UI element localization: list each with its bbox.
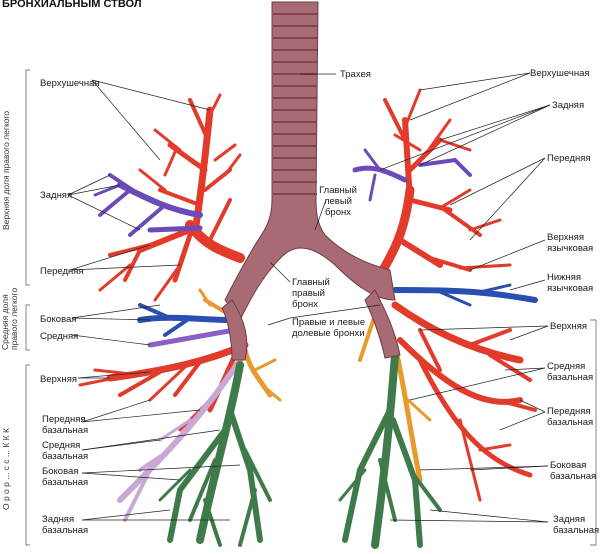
trachea-rings (273, 13, 317, 195)
right-upper-red-branches (375, 88, 512, 280)
right-upper-lobe-title: Верхняя доля правого легкого (1, 111, 11, 230)
label-trachea: Трахея (340, 69, 371, 80)
label-left-post-basal-1: Задняя (42, 514, 74, 525)
label-right-mid-basal-2: базальная (547, 372, 593, 383)
label-right-sup-lingular-2: язычковая (547, 243, 593, 254)
right-lung-branches (338, 88, 538, 549)
label-left-anterior: Передняя (40, 266, 84, 277)
right-lower-red-branches (391, 301, 537, 502)
right-labels: Верхушечная Задняя Передняя Верхняя языч… (530, 68, 599, 536)
left-middle-mixed-branches (147, 288, 238, 348)
label-right-posterior: Задняя (552, 100, 584, 111)
label-right-main-1: Главный (292, 277, 330, 288)
label-left-lat-basal-1: Боковая (42, 466, 78, 477)
center-labels: Трахея Главный левый бронх Главный правы… (292, 69, 371, 339)
left-lower-orange-branches (242, 347, 282, 402)
label-right-inf-lingular-1: Нижняя (547, 272, 581, 283)
left-upper-purple-branches (93, 173, 203, 237)
left-lower-stem (364, 289, 401, 359)
label-left-lat-basal-2: базальная (42, 477, 88, 488)
label-right-inf-lingular-2: язычковая (547, 283, 593, 294)
label-right-superior: Верхняя (550, 321, 587, 332)
left-labels: Верхушечная Задняя Передняя Боковая Сред… (40, 78, 100, 536)
left-lower-lavender-branches (117, 357, 243, 522)
lobe-brackets (25, 69, 597, 546)
label-left-superior: Верхняя (40, 374, 77, 385)
label-right-apical: Верхушечная (530, 68, 590, 79)
label-left-posterior: Задняя (40, 190, 72, 201)
label-right-anterior: Передняя (547, 153, 591, 164)
left-middle-blue-branches (137, 303, 233, 337)
label-lobar-1: Правые и левые (292, 317, 365, 328)
label-right-mid-basal-1: Средняя (547, 361, 585, 372)
label-right-post-basal-2: базальная (553, 525, 599, 536)
label-left-lateral: Боковая (40, 314, 76, 325)
right-lower-lobe-title: О р о р ... с с ... К К К (1, 428, 11, 510)
label-right-lat-basal-1: Боковая (550, 460, 586, 471)
right-middle-lobe-title-1: Средняя доля (0, 294, 10, 350)
right-lower-green-branches (338, 351, 442, 549)
label-right-ant-basal-1: Передняя (547, 406, 591, 417)
header-title: БРОНХИАЛЬНЫМ СТВОЛ (2, 0, 142, 10)
label-left-mid-basal-2: базальная (42, 451, 88, 462)
left-upper-red-branches (98, 93, 245, 302)
label-left-main-2: левый (324, 196, 352, 207)
right-lower-stem (221, 299, 248, 361)
label-left-ant-basal-1: Передняя (42, 414, 86, 425)
trachea-and-main-bronchi (221, 1, 401, 361)
label-right-sup-lingular-1: Верхняя (547, 232, 584, 243)
label-right-ant-basal-2: базальная (547, 417, 593, 428)
label-left-main-3: бронх (325, 207, 351, 218)
right-middle-lobe-title-2: правого легкого (9, 288, 19, 350)
label-left-mid-basal-1: Средняя (42, 440, 80, 451)
label-right-main-2: правый (292, 288, 325, 299)
label-left-apical: Верхушечная (40, 78, 100, 89)
trachea (224, 1, 396, 321)
label-lobar-2: долевые бронхи (292, 328, 365, 339)
left-lower-green-branches (158, 361, 272, 547)
label-left-post-basal-2: базальная (42, 525, 88, 536)
left-lung-branches (78, 93, 282, 547)
label-right-lat-basal-2: базальная (550, 471, 596, 482)
label-right-main-3: бронх (292, 299, 318, 310)
label-left-medial: Средняя (40, 331, 78, 342)
label-left-ant-basal-2: базальная (42, 425, 88, 436)
right-lingula-blue-branches (392, 283, 538, 307)
leader-lines (67, 72, 551, 523)
label-left-main-1: Главный (319, 185, 357, 196)
label-right-post-basal-1: Задняя (553, 514, 585, 525)
right-upper-purple-branches (352, 148, 472, 202)
